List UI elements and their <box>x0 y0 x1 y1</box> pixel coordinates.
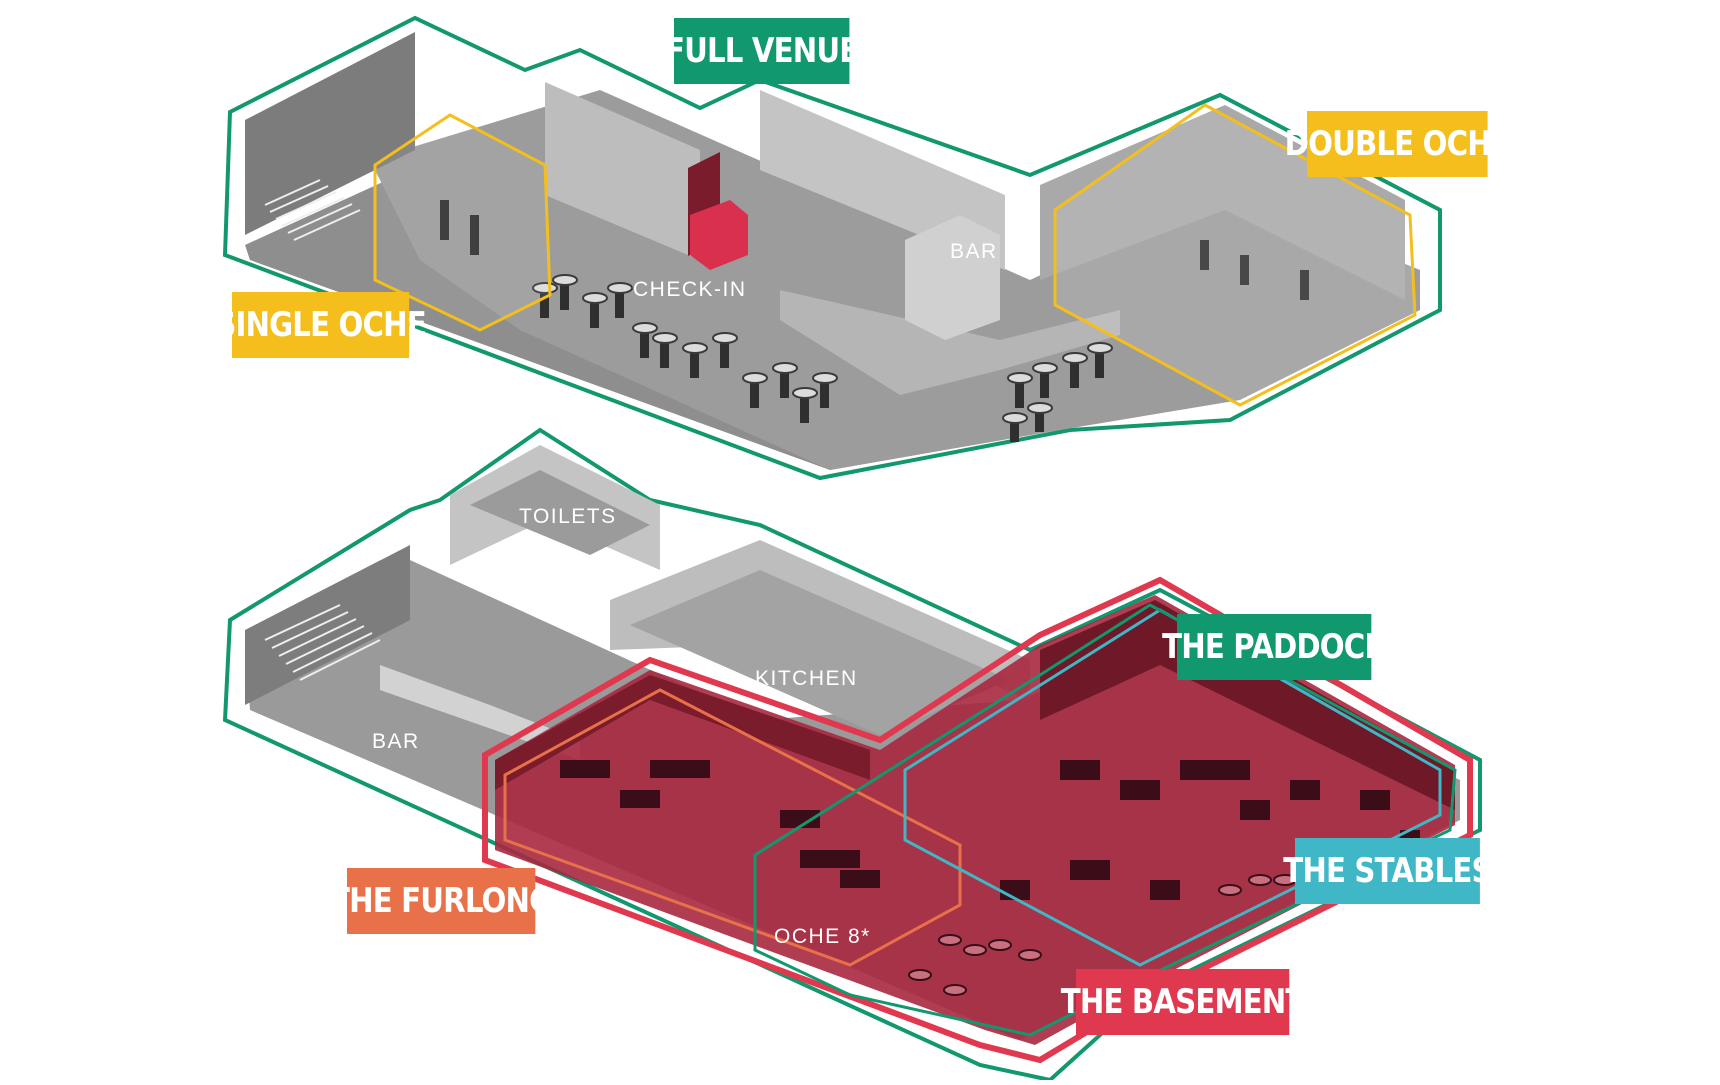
toilets-floor <box>470 470 650 555</box>
single-oche-tag-label: SINGLE OCHE <box>215 305 426 345</box>
toilets-label: TOILETS <box>519 505 617 528</box>
upper-staircase <box>264 179 361 241</box>
kitchen-label: KITCHEN <box>755 667 858 690</box>
full-venue-tag-label: FULL VENUE <box>665 31 859 71</box>
the-basement-tag[interactable]: THE BASEMENT <box>1061 969 1305 1035</box>
double-oche-tag-label: DOUBLE OCHE <box>1284 124 1511 164</box>
check-in-kiosk-front <box>690 200 748 270</box>
double-oche-tag[interactable]: DOUBLE OCHE <box>1285 111 1511 177</box>
the-stables-tag-label: THE STABLES <box>1283 851 1492 891</box>
upper-furniture <box>440 200 1309 442</box>
full-venue-tag[interactable]: FULL VENUE <box>665 18 859 84</box>
bar-counter-lower <box>380 665 580 760</box>
the-paddock-tag[interactable]: THE PADDOCK <box>1162 614 1387 680</box>
oche-8-label: OCHE 8* <box>774 925 871 948</box>
upper-back-wall-left <box>245 32 415 235</box>
upper-bar-label: BAR <box>950 240 998 263</box>
basement-outline <box>482 576 1473 1064</box>
upper-bar-counter <box>780 290 1120 395</box>
lower-back-wall-stairs <box>245 545 410 705</box>
furlong-outline <box>503 688 962 967</box>
upper-back-wall-mid <box>545 82 700 260</box>
paddock-outline <box>753 603 1457 1037</box>
the-furlong-tag[interactable]: THE FURLONG <box>330 868 553 934</box>
double-oche-outline <box>1053 103 1417 407</box>
single-oche-outline <box>373 113 552 332</box>
kitchen-floor <box>630 570 1010 735</box>
the-stables-tag[interactable]: THE STABLES <box>1283 838 1493 904</box>
single-oche-tag[interactable]: SINGLE OCHE <box>215 292 427 358</box>
upper-bar-block <box>905 215 1000 340</box>
the-basement-tag-label: THE BASEMENT <box>1060 982 1306 1022</box>
the-paddock-tag-label: THE PADDOCK <box>1162 627 1387 667</box>
basement-back-wall <box>1040 600 1455 810</box>
furlong-back-wall <box>495 675 870 790</box>
lower-staircase <box>264 604 381 681</box>
the-furlong-tag-label: THE FURLONG <box>330 881 553 921</box>
check-in-label: CHECK-IN <box>633 278 747 301</box>
upper-floor <box>222 15 1442 481</box>
lower-bar-label: BAR <box>372 730 420 753</box>
basement-stools <box>908 874 1412 996</box>
